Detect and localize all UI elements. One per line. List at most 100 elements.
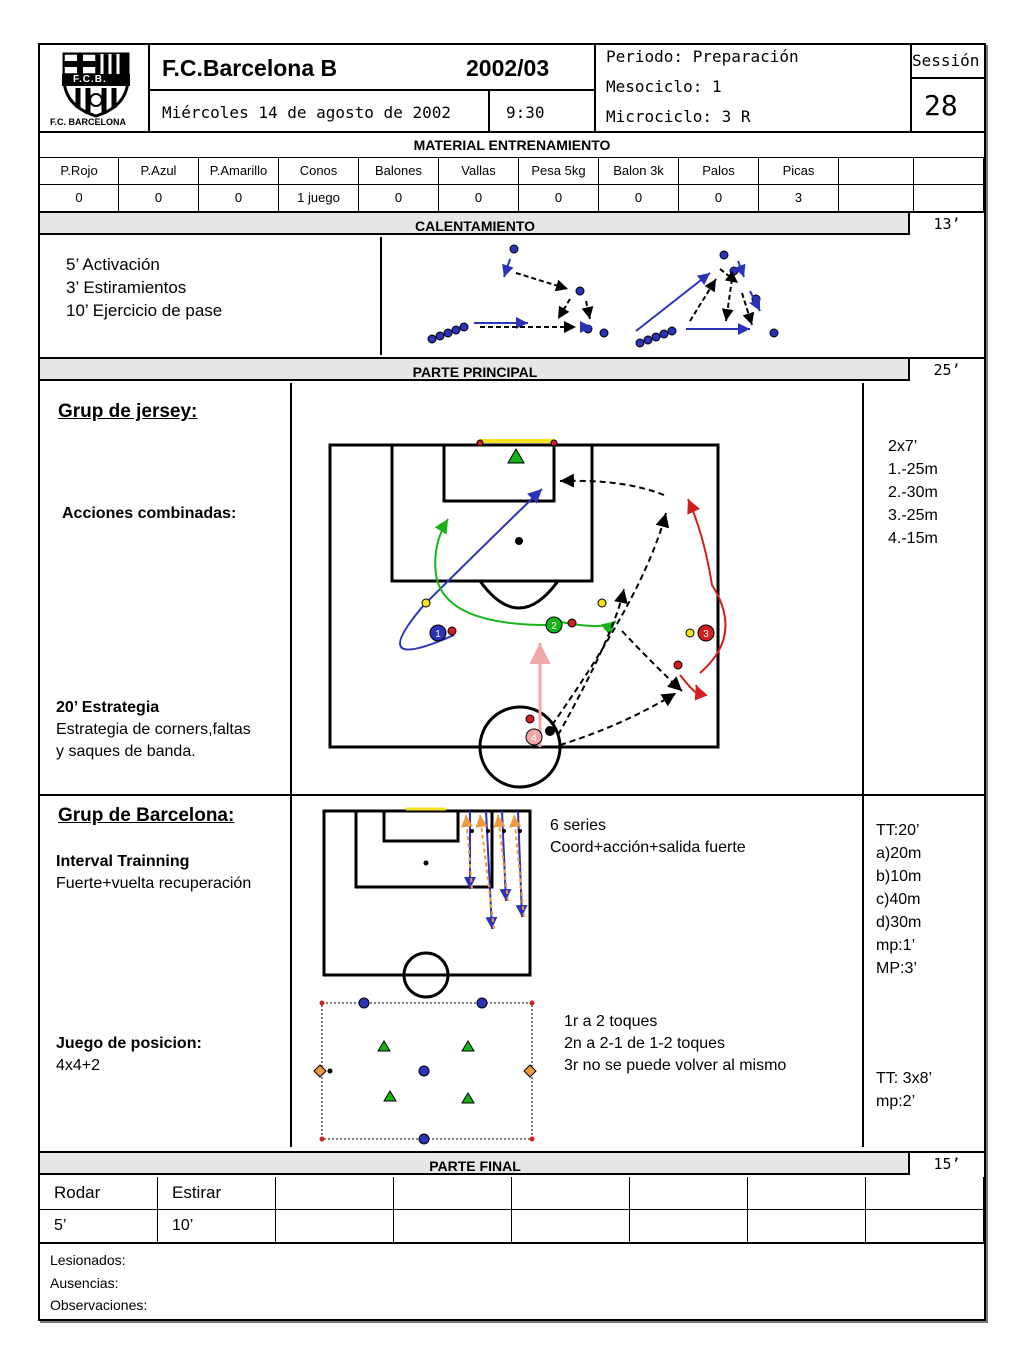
player-number: 3 <box>703 629 709 640</box>
final-bar: PARTE FINAL 15’ <box>40 1151 984 1175</box>
final-values-row: 5’10’ <box>40 1210 984 1242</box>
interval-desc: Fuerte+vuelta recuperación <box>56 875 252 892</box>
pitch-lines <box>328 443 720 789</box>
rule-line: 2n a 2-1 de 1-2 toques <box>564 1035 726 1052</box>
material-cell <box>914 185 984 211</box>
barcelona-note: d)30m <box>876 914 922 931</box>
material-cell: 3 <box>759 185 839 211</box>
player-number: 2 <box>551 621 557 632</box>
material-cell: Picas <box>759 158 839 184</box>
material-cell: Balones <box>359 158 439 184</box>
calentamiento-title: CALENTAMIENTO <box>414 218 536 234</box>
calentamiento-item: 10’ Ejercicio de pase <box>66 301 223 320</box>
final-cell <box>394 1210 512 1242</box>
principal-minutes: 25’ <box>908 357 984 381</box>
jersey-heading: Grup de jersey: <box>58 401 198 422</box>
material-cell <box>839 158 914 184</box>
team-name: F.C.Barcelona B <box>162 55 338 81</box>
warmup-drill-right <box>635 250 779 348</box>
barcelona-heading: Grup de Barcelona: <box>58 805 235 826</box>
fcb-crest-icon <box>62 52 130 118</box>
series-desc: Coord+acción+salida fuerte <box>550 839 746 856</box>
barcelona-note: mp:2’ <box>876 1093 916 1110</box>
material-cell <box>914 158 984 184</box>
final-cell <box>394 1177 512 1209</box>
final-cell: 5’ <box>40 1210 158 1242</box>
material-cell: 0 <box>679 185 759 211</box>
material-cell: 0 <box>599 185 679 211</box>
jersey-note: 2.-30m <box>888 484 938 501</box>
material-cell: 0 <box>199 185 279 211</box>
warmup-drill-left <box>427 244 609 344</box>
estrategia-block: 20’ Estrategia Estrategia de corners,fal… <box>56 697 251 763</box>
player-number: 4 <box>531 733 537 744</box>
jersey-note: 4.-15m <box>888 530 938 547</box>
material-cell: Vallas <box>439 158 519 184</box>
player-number: 1 <box>435 629 441 640</box>
material-cell: Conos <box>279 158 359 184</box>
barcelona-note: c)40m <box>876 891 921 908</box>
juego-block: Juego de posicion: 4x4+2 <box>56 1033 202 1077</box>
material-cell: 0 <box>519 185 599 211</box>
material-cell: 0 <box>439 185 519 211</box>
acciones-label: Acciones combinadas: <box>62 505 237 522</box>
final-cell <box>276 1210 394 1242</box>
footer-notes: Lesionados: Ausencias: Observaciones: <box>50 1249 147 1317</box>
rule-line: 1r a 2 toques <box>564 1013 658 1030</box>
jersey-note: 1.-25m <box>888 461 938 478</box>
material-cell: Pesa 5kg <box>519 158 599 184</box>
warmup-passing-diagram <box>427 244 779 348</box>
barcelona-note: a)20m <box>876 845 922 862</box>
material-cell <box>839 185 914 211</box>
material-cell: Palos <box>679 158 759 184</box>
session-sheet: F.C.B. F.C. BARCELONA F.C.Barcelona B 20… <box>38 43 986 1321</box>
estrategia-line: y saques de banda. <box>56 743 196 760</box>
interval-training-pitch <box>322 807 532 999</box>
microciclo: Microciclo: 3 R <box>606 107 751 126</box>
ausencias-label: Ausencias: <box>50 1274 119 1291</box>
final-minutes: 15’ <box>908 1151 984 1175</box>
interval-title: Interval Trainning <box>56 853 190 870</box>
final-cell: Estirar <box>158 1177 276 1209</box>
principal-title: PARTE PRINCIPAL <box>412 364 538 380</box>
logo-top-text: F.C.B. <box>73 74 107 85</box>
series-count: 6 series <box>550 817 607 834</box>
barcelona-note: TT:20’ <box>876 822 920 839</box>
calentamiento-minutes: 13’ <box>908 211 984 235</box>
observaciones-label: Observaciones: <box>50 1297 148 1313</box>
principal-bar: PARTE PRINCIPAL 25’ <box>40 357 984 381</box>
material-cell: P.Azul <box>119 158 199 184</box>
corner-strategy-pitch: 1 2 3 4 <box>328 439 727 789</box>
estrategia-title: 20’ Estrategia <box>56 699 160 716</box>
series-block: 6 series Coord+acción+salida fuerte <box>550 815 746 859</box>
final-cell <box>866 1177 984 1209</box>
material-title: MATERIAL ENTRENAMIENTO <box>413 137 611 153</box>
interval-runs <box>460 810 528 930</box>
material-cell: 0 <box>359 185 439 211</box>
barcelona-notes-bottom: TT: 3x8’mp:2’ <box>876 1067 932 1113</box>
material-cell: P.Amarillo <box>199 158 279 184</box>
final-cell <box>512 1210 630 1242</box>
barcelona-note: MP:3’ <box>876 960 917 977</box>
final-cell <box>748 1210 866 1242</box>
material-cell: 1 juego <box>279 185 359 211</box>
jersey-note: 2x7’ <box>888 438 918 455</box>
final-cell <box>630 1210 748 1242</box>
session-date: Miércoles 14 de agosto de 2002 <box>162 103 451 122</box>
final-cell: Rodar <box>40 1177 158 1209</box>
lesionados-label: Lesionados: <box>50 1252 126 1268</box>
final-cell <box>866 1210 984 1242</box>
positional-game-diagram <box>313 997 537 1145</box>
juego-desc: 4x4+2 <box>56 1057 101 1074</box>
jersey-notes: 2x7’ 1.-25m 2.-30m 3.-25m 4.-15m <box>888 435 938 550</box>
periodo: Periodo: Preparación <box>606 47 799 66</box>
final-cell <box>630 1177 748 1209</box>
material-cell: Balon 3k <box>599 158 679 184</box>
jersey-note: 3.-25m <box>888 507 938 524</box>
material-cell: 0 <box>40 185 119 211</box>
calentamiento-list: 5’ Activación 3’ Estiramientos 10’ Ejerc… <box>66 253 222 322</box>
